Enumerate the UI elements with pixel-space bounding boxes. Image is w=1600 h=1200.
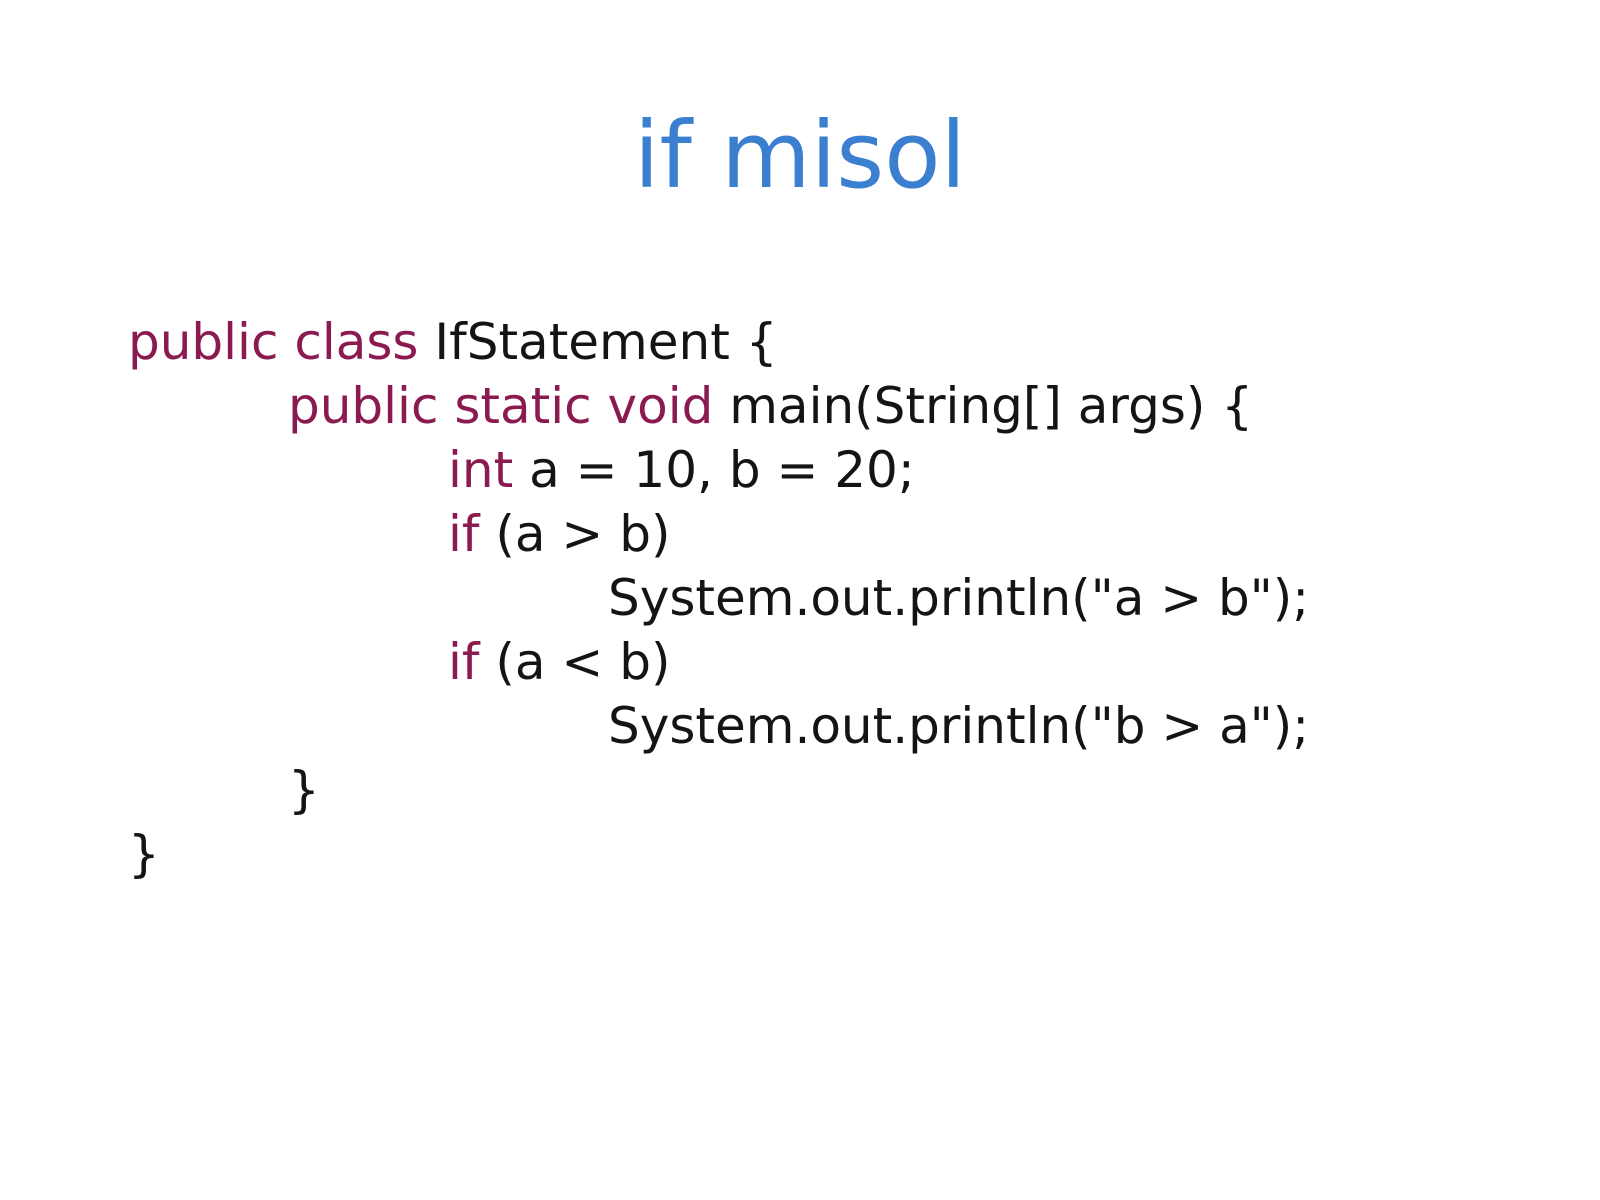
code-line-close-class: } <box>128 822 1309 886</box>
code-line-print-b-greater: System.out.println("b > a"); <box>128 694 1309 758</box>
code-text: a = 10, b = 20; <box>513 441 915 499</box>
code-keyword: if <box>448 505 480 563</box>
code-text: } <box>128 825 160 883</box>
code-text: main(String[] args) { <box>713 377 1254 435</box>
code-text: System.out.println("b > a"); <box>608 697 1310 755</box>
code-line-close-method: } <box>128 758 1309 822</box>
code-line-main-method: public static void main(String[] args) { <box>128 374 1309 438</box>
slide-title: if misol <box>633 102 967 209</box>
code-keyword: int <box>448 441 514 499</box>
code-text: } <box>288 761 320 819</box>
code-text: IfStatement { <box>418 313 778 371</box>
code-line-variables: int a = 10, b = 20; <box>128 438 1309 502</box>
code-keyword: public static void <box>288 377 714 435</box>
code-text: (a < b) <box>479 633 671 691</box>
code-line-if-greater: if (a > b) <box>128 502 1309 566</box>
code-text: System.out.println("a > b"); <box>608 569 1310 627</box>
code-line-if-less: if (a < b) <box>128 630 1309 694</box>
code-keyword: public class <box>128 313 419 371</box>
code-text: (a > b) <box>479 505 671 563</box>
code-line-print-a-greater: System.out.println("a > b"); <box>128 566 1309 630</box>
code-line-class-declaration: public class IfStatement { <box>128 310 1309 374</box>
code-keyword: if <box>448 633 480 691</box>
code-block: public class IfStatement { public static… <box>128 310 1309 886</box>
